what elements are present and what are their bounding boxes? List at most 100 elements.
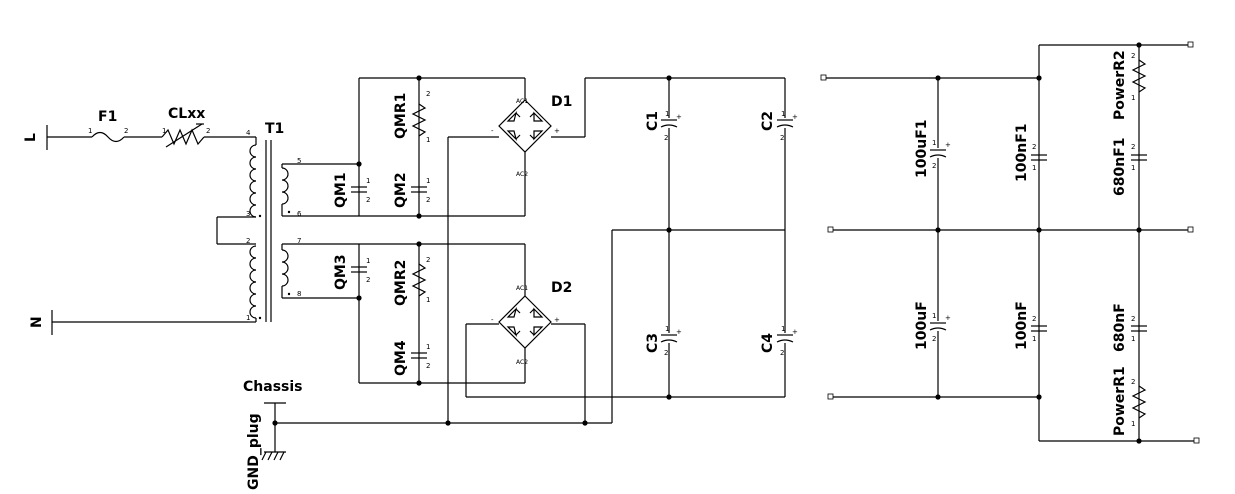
label-L: L — [23, 133, 39, 142]
svg-text:AC1: AC1 — [516, 285, 528, 292]
thermistor-CLxx: CLxx 1 2 — [161, 106, 256, 148]
capacitor-100uF1: 100uF1 1 2 + — [914, 120, 951, 179]
svg-text:2: 2 — [426, 196, 430, 204]
svg-text:1: 1 — [426, 296, 430, 304]
svg-text:1: 1 — [665, 110, 669, 118]
svg-text:2: 2 — [932, 162, 936, 170]
svg-text:+: + — [676, 328, 682, 336]
capacitor-QM1: QM1 1 2 — [333, 172, 370, 208]
svg-text:2: 2 — [366, 196, 370, 204]
resistor-PowerR1: PowerR1 2 1 — [1112, 366, 1147, 436]
capacitor-C4: C4 1 2 + — [760, 325, 798, 357]
svg-text:6: 6 — [297, 210, 302, 218]
svg-text:2: 2 — [1131, 315, 1135, 323]
label-C1: C1 — [645, 111, 661, 131]
svg-text:AC1: AC1 — [516, 98, 528, 105]
svg-text:2: 2 — [780, 349, 784, 357]
label-680nF: 680nF — [1112, 303, 1128, 352]
svg-text:1: 1 — [1131, 420, 1135, 428]
svg-text:+: + — [792, 113, 798, 121]
capacitor-100nF1: 100nF1 2 1 — [1014, 124, 1047, 183]
label-T1: T1 — [265, 121, 284, 137]
output-filter-wiring — [820, 41, 1200, 444]
svg-text:2: 2 — [932, 335, 936, 343]
svg-text:1: 1 — [426, 177, 430, 185]
svg-text:1: 1 — [932, 312, 936, 320]
svg-text:5: 5 — [297, 157, 301, 165]
svg-text:7: 7 — [297, 237, 301, 245]
svg-text:1: 1 — [426, 136, 430, 144]
capacitor-QM4: QM4 1 2 — [393, 340, 430, 376]
svg-text:2: 2 — [366, 276, 370, 284]
svg-text:AC2: AC2 — [516, 171, 528, 178]
svg-text:1: 1 — [366, 177, 370, 185]
svg-text:2: 2 — [664, 349, 668, 357]
svg-text:2: 2 — [1032, 315, 1036, 323]
svg-text:8: 8 — [297, 290, 301, 298]
upper-rectifier-wiring — [356, 75, 526, 219]
fuse-F1: F1 1 2 — [88, 109, 162, 143]
resistor-QMR1: QMR1 2 1 — [393, 90, 430, 144]
label-Chassis: Chassis — [243, 379, 303, 395]
label-C4: C4 — [760, 333, 776, 353]
svg-text:1: 1 — [162, 127, 166, 135]
svg-text:4: 4 — [246, 129, 251, 137]
bridge-D1: D1 AC1 AC2 - + — [448, 94, 585, 178]
svg-text:-: - — [491, 127, 494, 135]
label-100nF1: 100nF1 — [1014, 124, 1030, 183]
svg-text:1: 1 — [665, 325, 669, 333]
capacitor-C1: C1 1 2 + — [645, 110, 682, 142]
svg-text:+: + — [676, 113, 682, 121]
svg-text:2: 2 — [426, 362, 430, 370]
label-100uF1: 100uF1 — [914, 120, 930, 179]
label-100nF: 100nF — [1014, 301, 1030, 350]
capacitor-QM3: QM3 1 2 — [333, 254, 370, 290]
label-680nF1: 680nF1 — [1112, 138, 1128, 197]
label-N: N — [29, 316, 45, 328]
svg-text:1: 1 — [88, 127, 92, 135]
svg-text:3: 3 — [246, 210, 250, 218]
svg-text:2: 2 — [664, 134, 668, 142]
label-PowerR1: PowerR1 — [1112, 366, 1128, 436]
svg-text:2: 2 — [1131, 378, 1135, 386]
bulk-capacitor-wiring — [447, 75, 786, 423]
svg-text:1: 1 — [781, 110, 785, 118]
svg-text:+: + — [792, 328, 798, 336]
svg-text:2: 2 — [1131, 143, 1135, 151]
capacitor-C2: C2 1 2 + — [760, 110, 798, 142]
svg-text:2: 2 — [246, 237, 250, 245]
capacitor-QM2: QM2 1 2 — [393, 172, 430, 208]
capacitor-100nF: 100nF 2 1 — [1014, 301, 1047, 350]
capacitor-680nF1: 680nF1 2 1 — [1112, 138, 1147, 197]
label-QM3: QM3 — [333, 254, 349, 290]
svg-text:1: 1 — [1131, 335, 1135, 343]
label-QM2: QM2 — [393, 172, 409, 208]
svg-text:2: 2 — [206, 127, 210, 135]
svg-text:1: 1 — [426, 343, 430, 351]
mains-input-L: L — [23, 125, 92, 150]
svg-text:+: + — [554, 127, 560, 135]
resistor-QMR2: QMR2 2 1 — [393, 256, 430, 306]
svg-text:+: + — [945, 314, 951, 322]
svg-text:+: + — [945, 141, 951, 149]
lower-rectifier-wiring — [356, 241, 526, 386]
svg-text:+: + — [554, 316, 560, 324]
capacitor-680nF: 680nF 2 1 — [1112, 303, 1147, 352]
svg-text:1: 1 — [1032, 164, 1036, 172]
label-CLxx: CLxx — [168, 106, 205, 122]
label-PowerR2: PowerR2 — [1112, 50, 1128, 120]
svg-text:-: - — [491, 316, 494, 324]
svg-text:1: 1 — [781, 325, 785, 333]
svg-text:1: 1 — [246, 314, 250, 322]
svg-text:2: 2 — [1131, 52, 1135, 60]
svg-text:1: 1 — [1032, 335, 1036, 343]
capacitor-100uF: 100uF 1 2 + — [914, 301, 951, 350]
capacitor-C3: C3 1 2 + — [645, 325, 682, 357]
svg-text:2: 2 — [426, 90, 430, 98]
svg-text:AC2: AC2 — [516, 359, 528, 366]
label-C3: C3 — [645, 333, 661, 353]
svg-text:1: 1 — [366, 257, 370, 265]
bridge-D2: D2 AC1 AC2 - + — [465, 280, 586, 423]
label-QM4: QM4 — [393, 340, 409, 376]
